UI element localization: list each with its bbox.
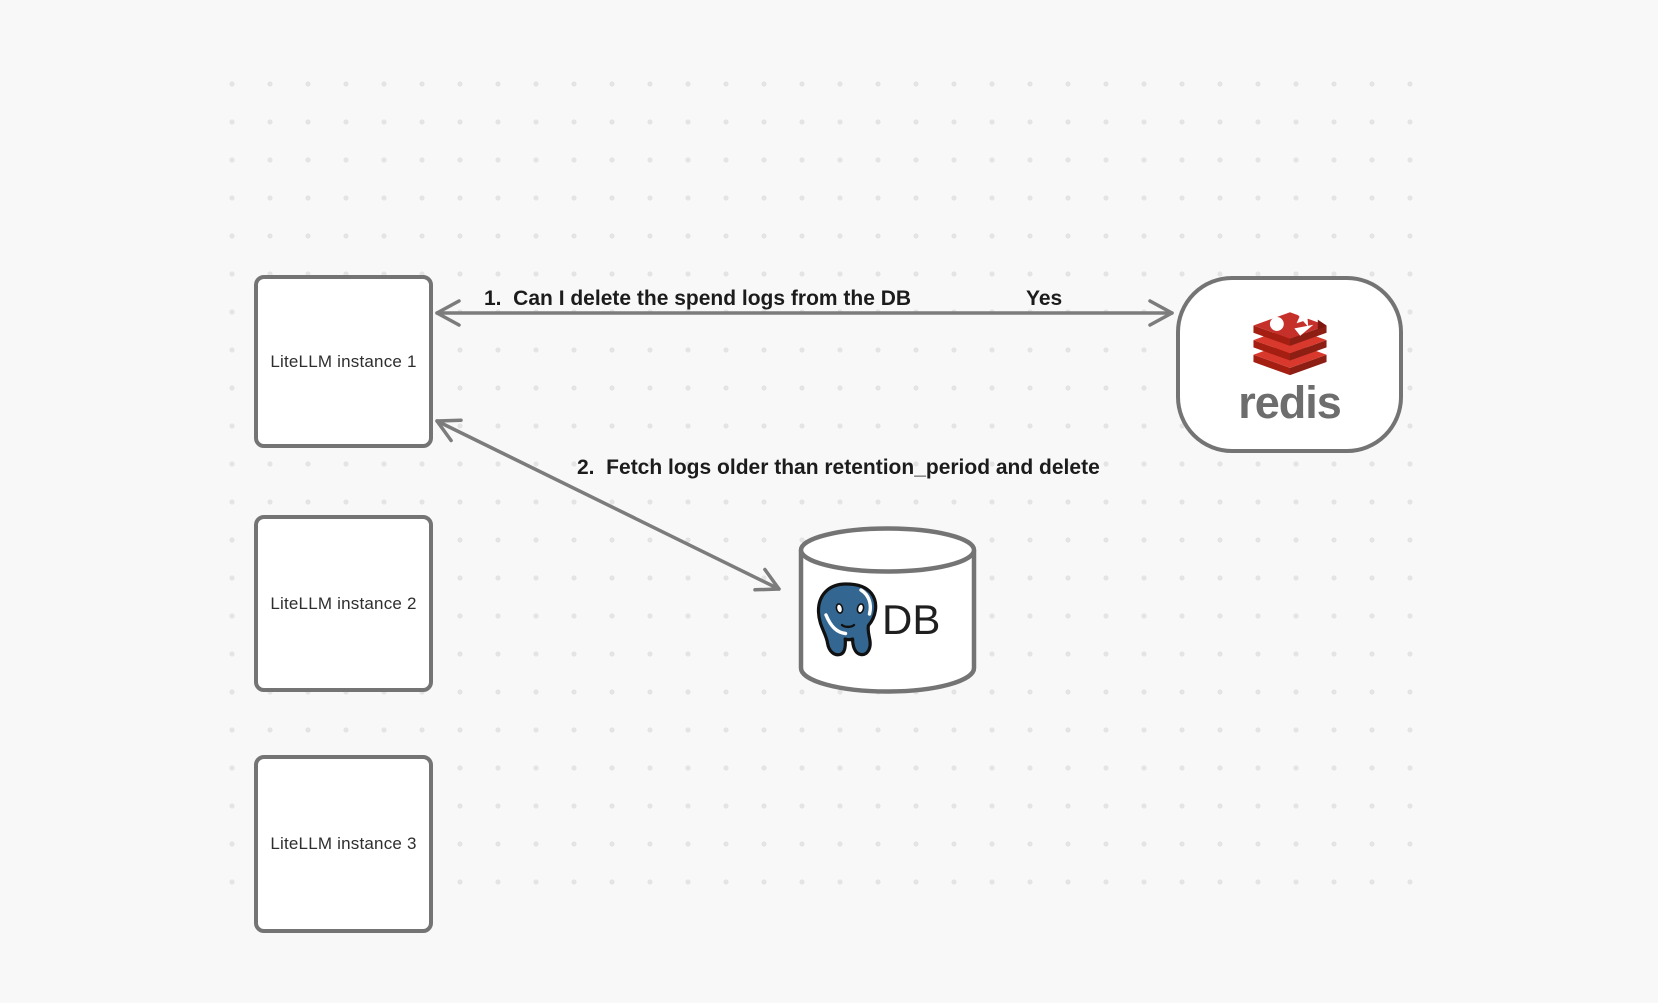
edge1-reply-label[interactable]: Yes (1026, 287, 1063, 310)
node-litellm-instance-2[interactable]: LiteLLM instance 2 (254, 515, 433, 692)
redis-wordmark: redis (1238, 377, 1342, 429)
node-label: LiteLLM instance 2 (270, 593, 417, 613)
node-litellm-instance-1[interactable]: LiteLLM instance 1 (254, 275, 433, 448)
node-label: LiteLLM instance 3 (270, 834, 417, 853)
node-label: LiteLLM instance 1 (270, 351, 417, 371)
db-label: DB (882, 596, 941, 643)
redis-logo-icon (1252, 306, 1327, 376)
node-redis[interactable]: redis (1176, 276, 1403, 453)
node-db-cylinder[interactable]: DB (796, 518, 979, 700)
db-node-content: DB (812, 580, 968, 660)
edge1-question-label[interactable]: 1. Can I delete the spend logs from the … (484, 287, 912, 310)
edge2-fetch-label[interactable]: 2. Fetch logs older than retention_perio… (577, 456, 1100, 479)
postgresql-logo-icon (816, 582, 878, 657)
node-litellm-instance-3[interactable]: LiteLLM instance 3 (254, 755, 433, 933)
